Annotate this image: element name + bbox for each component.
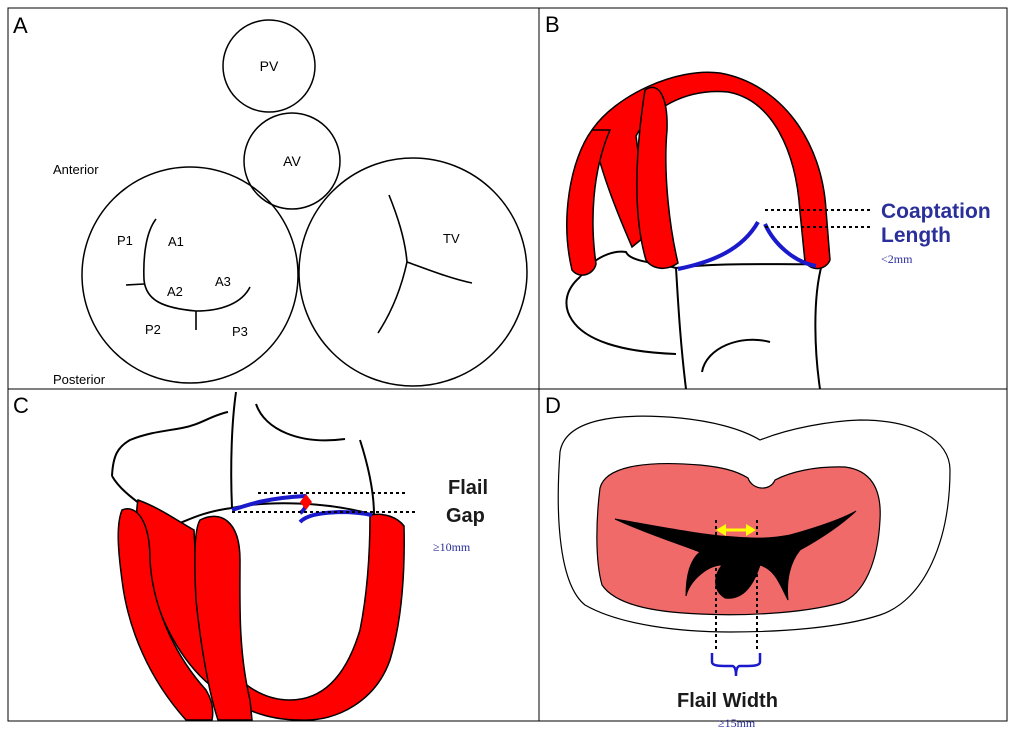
p1-label: P1: [117, 233, 133, 248]
tv-label: TV: [443, 231, 460, 246]
coaptation-measure: <2mm: [881, 252, 913, 266]
mitral-leaflet-lines: [126, 219, 250, 330]
p2-label: P2: [145, 322, 161, 337]
posterior-label: Posterior: [53, 372, 106, 387]
myocardium-b: [567, 72, 830, 275]
flail-width-label: Flail Width: [677, 690, 778, 712]
flail-gap-measure: ≥10mm: [433, 540, 471, 554]
heart-outline-b: [566, 252, 822, 389]
pv-label: PV: [260, 58, 279, 74]
panel-d-letter: D: [545, 393, 561, 418]
p3-label: P3: [232, 324, 248, 339]
flail-width-measure: ≥15mm: [718, 716, 756, 729]
myocardium-c: [118, 500, 404, 720]
length-label: Length: [881, 224, 951, 247]
a3-label: A3: [215, 274, 231, 289]
mitral-valve-circle: [82, 167, 298, 383]
flail-label: Flail: [448, 477, 488, 499]
panel-a-letter: A: [13, 13, 28, 38]
anterior-label: Anterior: [53, 162, 99, 177]
a2-label: A2: [167, 284, 183, 299]
tricuspid-leaflet-lines: [378, 195, 472, 333]
gap-label: Gap: [446, 505, 485, 527]
panel-d: D Flail Width ≥15mm: [545, 393, 950, 729]
panel-c: C Flail Gap ≥10mm: [13, 392, 488, 720]
panel-b: B Coaptation Length <2mm: [545, 12, 991, 389]
panel-c-letter: C: [13, 393, 29, 418]
a1-label: A1: [168, 234, 184, 249]
panel-a: A PV AV P1 A1 A2 A3 P2 P3 TV Anterior Po…: [13, 13, 527, 387]
leaflets-b: [678, 222, 816, 269]
tricuspid-valve-circle: [299, 158, 527, 386]
flail-width-brace: [712, 653, 760, 676]
panel-b-letter: B: [545, 12, 560, 37]
coaptation-label: Coaptation: [881, 200, 991, 223]
av-label: AV: [283, 153, 301, 169]
